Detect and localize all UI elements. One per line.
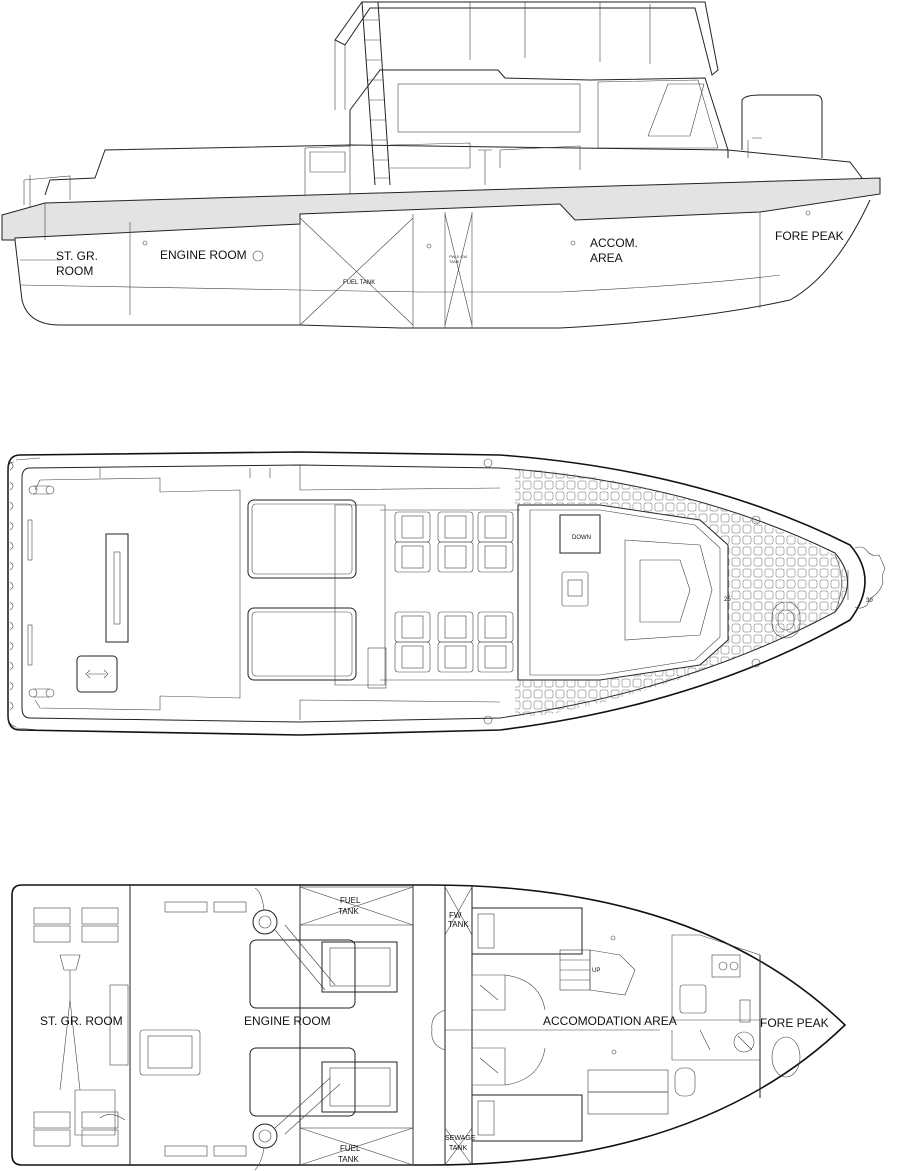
side-pw-gw-tank-label-2: TANK [449,259,460,264]
lower-fuel-tank-bottom-2: TANK [338,1155,359,1164]
battery-banks [33,907,119,1147]
side-st-gr-room-label-2: ROOM [56,264,93,278]
side-fore-peak-label: FORE PEAK [775,229,844,243]
lower-fuel-tank-top-1: FUEL [340,896,361,905]
deck-plan-view: DOWN 25 30 [7,451,886,736]
side-accom-label-1: ACCOM. [590,236,638,250]
lower-fw-tank-2: TANK [448,920,469,929]
side-fuel-tank-label: FUEL TANK [343,280,375,286]
lower-sewage-tank-1: SEWAGE [445,1135,476,1142]
deck-frame-25: 25 [724,597,731,603]
side-st-gr-room-label-1: ST. GR. [56,249,98,263]
lower-sewage-tank-2: TANK [449,1145,467,1152]
lower-deck-view: UP ST. GR. ROOM ENGINE ROOM FUEL TANK FU… [11,884,847,1171]
side-engine-room-label: ENGINE ROOM [160,248,247,262]
passenger-seats-bottom [394,611,514,673]
side-pw-gw-tank-label-1: PW & GW [449,254,467,259]
passenger-seats-top [394,511,514,573]
lower-fore-peak-label: FORE PEAK [760,1016,829,1030]
side-profile-view: ST. GR. ROOM ENGINE ROOM FUEL TANK PW & … [1,1,881,329]
lower-up-label: UP [592,968,600,974]
lower-fuel-tank-top-2: TANK [338,907,359,916]
lower-accomodation-label: ACCOMODATION AREA [543,1014,677,1028]
deck-down-label: DOWN [572,535,591,541]
lower-engine-room-label: ENGINE ROOM [244,1014,331,1028]
lower-fw-tank-1: FW [449,911,462,920]
lower-st-gr-room-label: ST. GR. ROOM [40,1014,123,1028]
deck-frame-30: 30 [866,598,873,604]
side-accom-label-2: AREA [590,251,623,265]
lower-fuel-tank-bottom-1: FUEL [340,1144,361,1153]
non-slip-foredeck [515,470,847,716]
